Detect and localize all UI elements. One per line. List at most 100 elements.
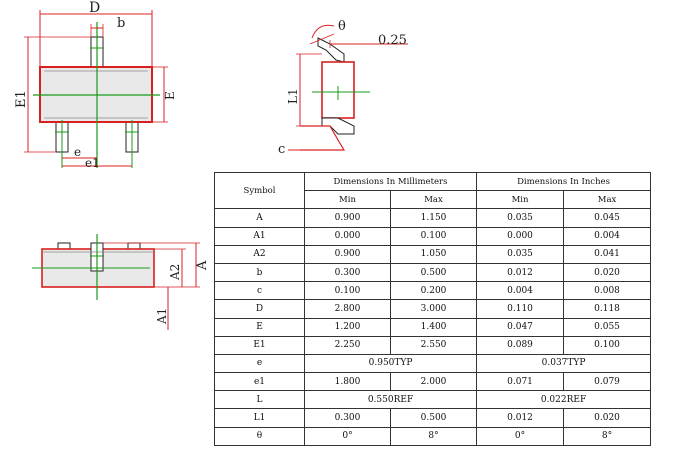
- table-header-row: Symbol Dimensions In Millimeters Dimensi…: [214, 171, 652, 210]
- label-e1: e1: [85, 156, 100, 170]
- row-mm-max: 3.000: [389, 299, 478, 319]
- row-symbol: e1: [214, 372, 305, 392]
- row-in-min: 0.035: [476, 244, 565, 264]
- row-mm-max: 1.400: [389, 317, 478, 337]
- label-E: E: [163, 91, 177, 100]
- row-in-max: 0.004: [563, 226, 652, 246]
- row-mm-min: 0.300: [304, 408, 391, 428]
- side-view-lead: [317, 37, 345, 63]
- side-view: θ 0.25 L1 c: [278, 19, 408, 157]
- row-mm-max: 2.000: [389, 372, 478, 392]
- row-mm-max: 0.500: [389, 262, 478, 283]
- row-in-max: 0.020: [563, 262, 652, 283]
- row-mm-max: 1.050: [389, 244, 478, 264]
- top-view: D b E1 E e e1: [14, 0, 177, 170]
- row-in-min: 0°: [476, 426, 565, 446]
- row-mm-min: 2.800: [304, 299, 391, 319]
- row-in-max: 8°: [563, 426, 652, 446]
- label-c: c: [278, 142, 285, 157]
- row-symbol: e: [214, 353, 305, 374]
- row-mm-min: 0.900: [304, 208, 391, 228]
- symbol-header: Symbol: [214, 171, 305, 210]
- row-mm-min: 0.900: [304, 244, 391, 264]
- row-symbol: E: [214, 317, 305, 337]
- row-symbol: b: [214, 262, 305, 283]
- mm-max-header: Max: [389, 190, 478, 210]
- front-view: A A2 A1: [32, 234, 210, 330]
- row-mm-min: 2.250: [304, 335, 391, 355]
- row-symbol: L: [214, 390, 305, 410]
- row-in-min: 0.000: [476, 226, 565, 246]
- mm-min-header: Min: [304, 190, 391, 210]
- row-symbol: θ: [214, 426, 305, 446]
- label-A: A: [195, 260, 210, 271]
- row-in-min: 0.071: [476, 372, 565, 392]
- row-in-max: 0.079: [563, 372, 652, 392]
- row-in-typ: 0.037TYP: [476, 353, 652, 374]
- row-mm-min: 1.200: [304, 317, 391, 337]
- row-in-min: 0.012: [476, 262, 565, 283]
- row-mm-max: 0.200: [389, 281, 478, 301]
- label-E1: E1: [14, 90, 29, 108]
- row-symbol: c: [214, 281, 305, 301]
- row-mm-min: 0.000: [304, 226, 391, 246]
- row-mm-typ: 0.550REF: [303, 390, 478, 410]
- dimension-table: Symbol Dimensions In Millimeters Dimensi…: [214, 171, 652, 446]
- label-gauge: 0.25: [378, 33, 407, 48]
- label-e: e: [74, 145, 81, 159]
- row-symbol: E1: [214, 335, 305, 355]
- row-in-max: 0.041: [563, 244, 652, 264]
- in-min-header: Min: [476, 190, 565, 210]
- row-mm-max: 1.150: [389, 208, 478, 228]
- label-A1: A1: [155, 308, 169, 325]
- row-in-max: 0.118: [563, 299, 652, 319]
- row-symbol: A1: [214, 226, 305, 246]
- row-in-min: 0.110: [476, 299, 565, 319]
- row-mm-max: 8°: [389, 426, 478, 446]
- label-A2: A2: [168, 264, 182, 281]
- label-L1: L1: [286, 88, 300, 104]
- row-in-max: 0.045: [563, 208, 652, 228]
- mm-header: Dimensions In Millimeters: [303, 171, 478, 192]
- row-symbol: A2: [214, 244, 305, 264]
- row-in-min: 0.089: [476, 335, 565, 355]
- label-b: b: [117, 16, 125, 31]
- row-mm-max: 0.500: [389, 408, 478, 428]
- label-theta: θ: [338, 19, 346, 34]
- label-D: D: [89, 0, 100, 16]
- row-in-max: 0.100: [563, 335, 652, 355]
- row-mm-typ: 0.950TYP: [303, 353, 478, 374]
- row-symbol: D: [214, 299, 305, 319]
- row-in-min: 0.012: [476, 408, 565, 428]
- row-in-max: 0.055: [563, 317, 652, 337]
- row-mm-min: 0°: [304, 426, 391, 446]
- row-mm-max: 0.100: [389, 226, 478, 246]
- row-in-min: 0.047: [476, 317, 565, 337]
- row-symbol: A: [214, 208, 305, 228]
- row-mm-min: 0.100: [304, 281, 391, 301]
- row-in-min: 0.035: [476, 208, 565, 228]
- row-in-min: 0.004: [476, 281, 565, 301]
- row-in-max: 0.020: [563, 408, 652, 428]
- row-mm-max: 2.550: [389, 335, 478, 355]
- row-symbol: L1: [214, 408, 305, 428]
- row-in-typ: 0.022REF: [476, 390, 652, 410]
- in-max-header: Max: [563, 190, 652, 210]
- row-in-max: 0.008: [563, 281, 652, 301]
- table-subheader-row: Min Max Min Max: [215, 190, 652, 210]
- row-mm-min: 0.300: [304, 262, 391, 283]
